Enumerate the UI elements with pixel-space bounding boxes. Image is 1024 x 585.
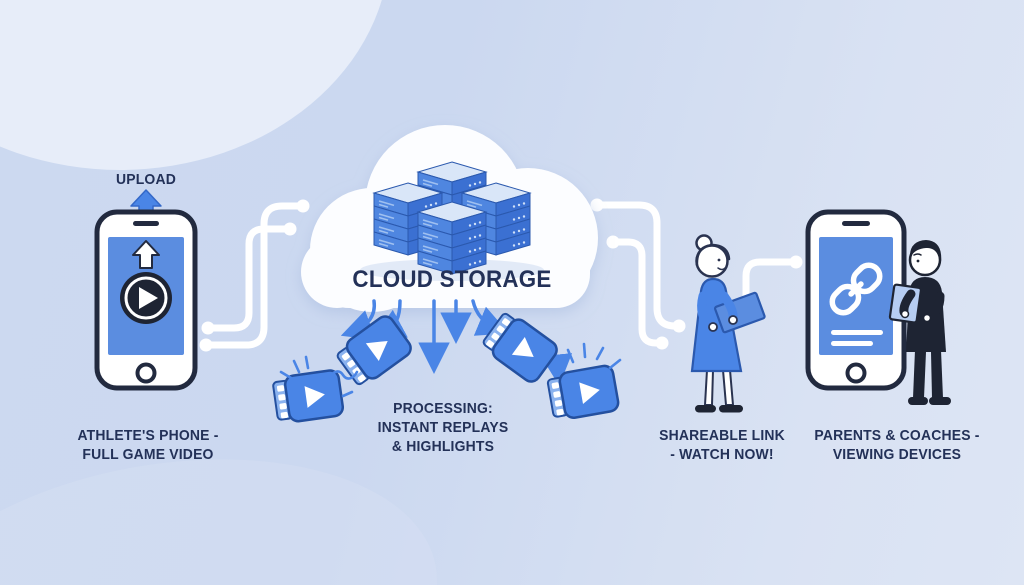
play-icon — [120, 272, 172, 324]
screen-upload-arrow-icon — [132, 240, 160, 269]
caption-line: SHAREABLE LINK — [659, 427, 785, 444]
caption-line: FULL GAME VIDEO — [82, 446, 214, 463]
athlete-phone-illustration — [94, 189, 198, 391]
speaker-bar — [842, 221, 870, 226]
server-stack-front — [417, 201, 487, 275]
processing-caption: PROCESSING: INSTANT REPLAYS & HIGHLIGHTS — [341, 399, 546, 456]
caption-line: INSTANT REPLAYS — [377, 419, 509, 436]
viewing-devices-caption: PARENTS & COACHES - VIEWING DEVICES — [795, 426, 1000, 464]
video-clip-icon-1 — [270, 368, 346, 426]
shareable-link-caption: SHAREABLE LINK - WATCH NOW! — [620, 426, 825, 464]
caption-line: - WATCH NOW! — [670, 446, 774, 463]
caption-line: & HIGHLIGHTS — [391, 438, 495, 455]
sparkle-lines-right — [566, 342, 622, 370]
video-clip-icon-3 — [478, 307, 562, 387]
speaker-bar — [133, 221, 159, 226]
home-button-icon — [845, 362, 867, 384]
caption-line: PROCESSING: — [393, 400, 493, 417]
screen-text-line — [831, 330, 883, 335]
caption-line: ATHLETE'S PHONE - — [77, 427, 219, 444]
sparkle-lines-left — [279, 355, 359, 398]
home-button-icon — [135, 362, 157, 384]
server-stack-icon — [360, 161, 544, 281]
connector-cloud-to-woman — [590, 198, 686, 350]
caption-line: PARENTS & COACHES - — [814, 427, 980, 444]
man-with-tablet-icon — [888, 240, 951, 405]
link-icon — [829, 262, 883, 316]
woman-with-tablet-icon — [690, 234, 766, 413]
screen-text-line — [831, 341, 873, 346]
caption-line: VIEWING DEVICES — [832, 446, 962, 463]
cloud-storage-title: CLOUD STORAGE — [352, 266, 552, 293]
connector-woman-to-phone — [742, 255, 803, 303]
viewing-phone-illustration — [805, 209, 907, 391]
athlete-phone-caption: ATHLETE'S PHONE - FULL GAME VIDEO — [46, 426, 251, 464]
upload-label: UPLOAD — [115, 171, 177, 188]
connector-phone-to-cloud — [199, 199, 310, 352]
